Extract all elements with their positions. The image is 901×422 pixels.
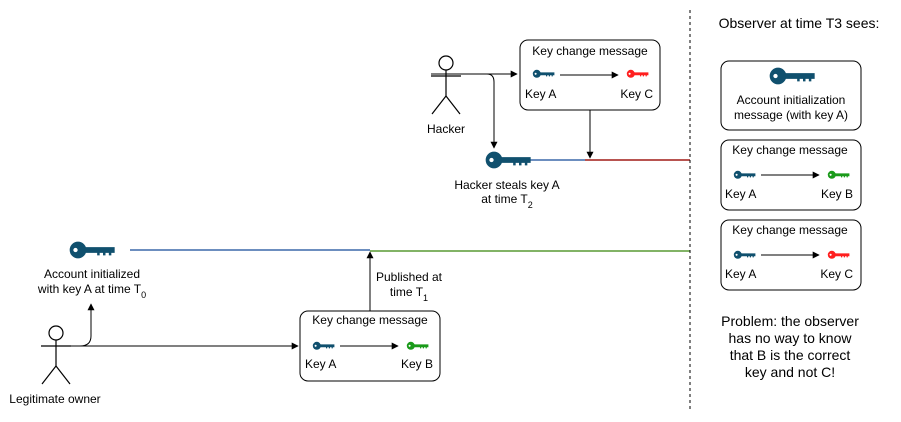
published-label-2: time T1 bbox=[390, 285, 428, 303]
published-label-1: Published at bbox=[376, 270, 443, 284]
owner-box-title: Key change message bbox=[312, 313, 428, 327]
problem-line-3: that B is the correct bbox=[730, 347, 851, 363]
observer-init-line-2: message (with key A) bbox=[734, 108, 848, 122]
observer-init-box: Account initialization message (with key… bbox=[720, 60, 862, 131]
init-key-icon bbox=[69, 241, 115, 259]
problem-line-4: key and not C! bbox=[745, 364, 835, 380]
observer-init-line-1: Account initialization bbox=[737, 93, 846, 107]
hacker-box-from: Key A bbox=[525, 87, 556, 101]
observer-box-c-title: Key change message bbox=[732, 223, 848, 237]
owner-figure-icon bbox=[41, 325, 71, 385]
hacker-to-stolen-key-arrow-icon bbox=[486, 73, 498, 149]
stolen-key-label-2: at time T2 bbox=[481, 192, 532, 210]
problem-line-2: has no way to know bbox=[729, 330, 853, 346]
observer-box-b-to: Key B bbox=[821, 187, 853, 201]
observer-box-b-from: Key A bbox=[725, 187, 756, 201]
observer-box-c-from: Key A bbox=[725, 267, 756, 281]
observer-box-c-to: Key C bbox=[820, 267, 853, 281]
observer-header: Observer at time T3 sees: bbox=[719, 15, 880, 31]
hacker-label: Hacker bbox=[427, 122, 465, 136]
init-label-2: with key A at time T0 bbox=[37, 282, 146, 300]
hacker-box-title: Key change message bbox=[532, 44, 648, 58]
owner-box-to: Key B bbox=[401, 357, 433, 371]
owner-key-change-box: Key change message Key A Key B bbox=[299, 310, 441, 382]
observer-box-c: Key change message Key A Key C bbox=[720, 219, 862, 291]
problem-line-1: Problem: the observer bbox=[721, 313, 859, 329]
hacker-box-to: Key C bbox=[620, 87, 653, 101]
owner-box-from: Key A bbox=[305, 357, 336, 371]
hacker-figure-icon bbox=[431, 55, 461, 115]
stolen-key-icon bbox=[485, 151, 531, 169]
hacker-key-change-box: Key change message Key A Key C bbox=[519, 39, 661, 111]
init-label-1: Account initialized bbox=[44, 267, 140, 281]
observer-box-b-title: Key change message bbox=[732, 143, 848, 157]
owner-label: Legitimate owner bbox=[9, 392, 100, 406]
observer-box-b: Key change message Key A Key B bbox=[720, 139, 862, 211]
stolen-key-label-1: Hacker steals key A bbox=[454, 178, 559, 192]
owner-to-init-arrow-icon bbox=[79, 303, 95, 347]
